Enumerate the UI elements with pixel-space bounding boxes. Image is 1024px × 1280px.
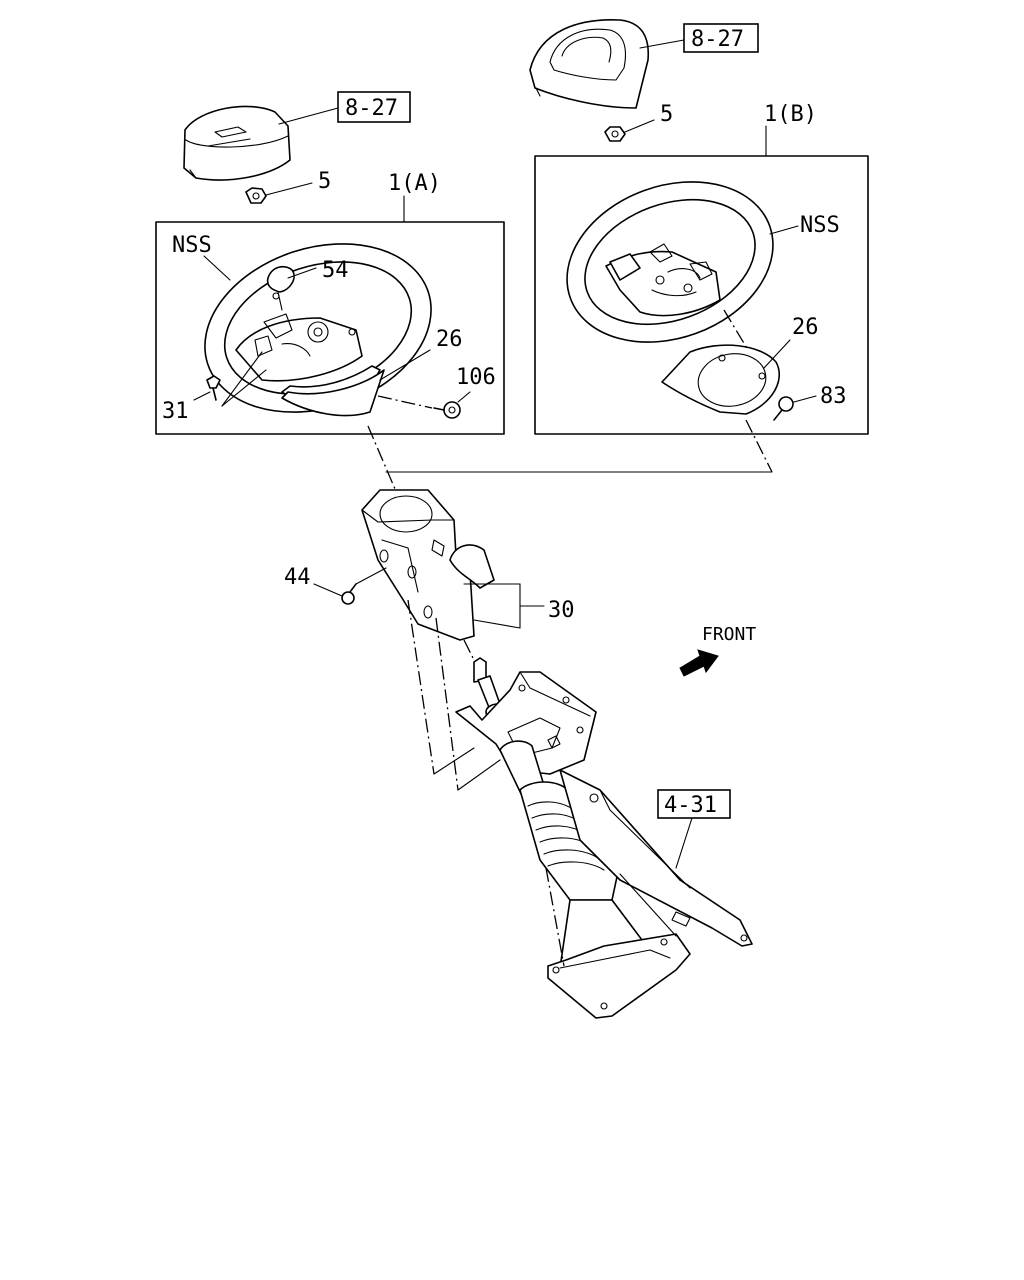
horn-pad-cover-left [183,105,291,181]
front-arrow-icon [679,649,719,677]
nut-5-left [245,187,267,204]
ref-label-8-27-left: 8-27 [345,96,398,121]
ref-label-4-31: 4-31 [664,793,717,818]
nut-5-right [604,126,626,142]
ref-label-8-27-right: 8-27 [691,27,744,52]
part-label-1b: 1(B) [764,102,817,127]
wheel-assembly-box-1b [534,155,869,435]
part-label-26-b: 26 [792,315,819,340]
steering-wheel-a [204,243,432,417]
part-label-83: 83 [820,384,847,409]
bolt-31 [206,375,221,401]
ref-box-8-27-right [683,23,759,53]
column-cover-30 [361,489,495,641]
part-label-1a: 1(A) [388,171,441,196]
part-label-31: 31 [162,399,189,424]
wheel-assembly-box-1a [155,221,505,435]
lower-cover-26-b [661,344,781,415]
part-label-106: 106 [456,365,496,390]
steering-wheel-b [566,181,774,343]
part-label-44: 44 [284,565,311,590]
screw-106 [433,401,461,419]
part-label-5-right: 5 [660,102,673,127]
part-label-26-a: 26 [436,327,463,352]
nss-label-b: NSS [800,213,840,238]
part-label-30: 30 [548,598,575,623]
horn-pad-cover-right [529,18,649,109]
screw-83 [773,396,794,421]
part-label-54: 54 [322,258,349,283]
part-label-5-left: 5 [318,169,331,194]
front-label: FRONT [702,624,756,645]
ref-box-4-31 [657,789,731,819]
nss-label-a: NSS [172,233,212,258]
ref-box-8-27-left [337,91,411,123]
screw-44 [341,583,357,605]
steering-column [455,657,753,1019]
